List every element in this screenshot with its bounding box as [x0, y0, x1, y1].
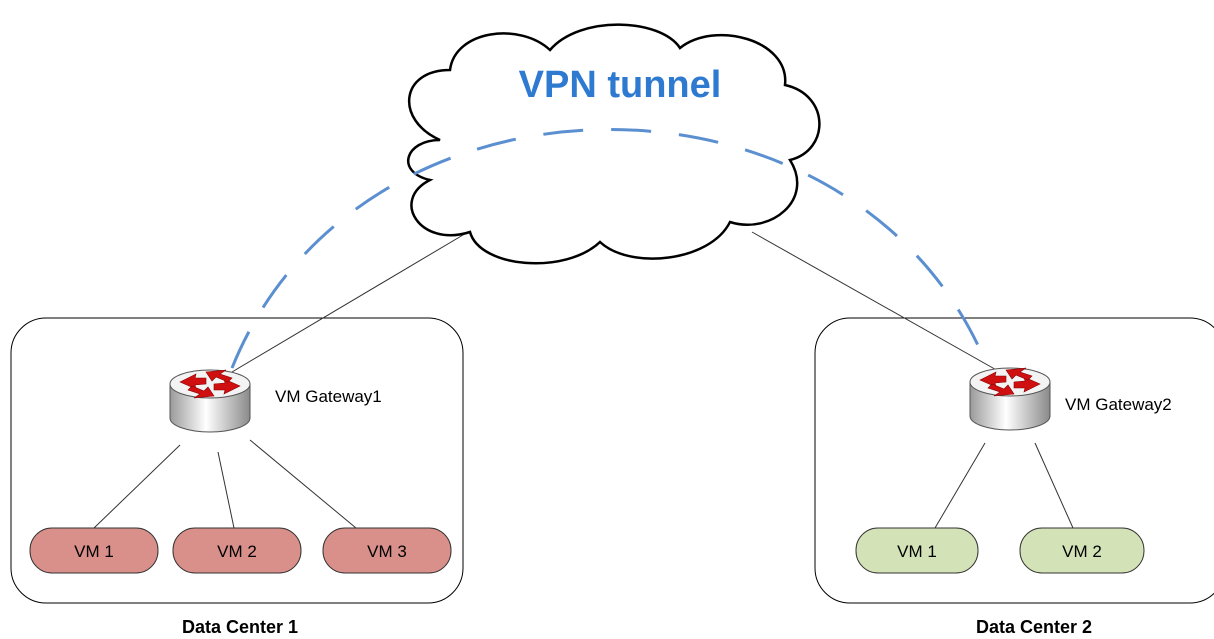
link-gateway1-vm3: [249, 439, 357, 529]
link-gateway2-vm2: [1034, 442, 1074, 529]
data-center-2-label: Data Center 2: [976, 617, 1092, 637]
link-gateway1-vm2: [217, 451, 235, 529]
gateway1-router-icon[interactable]: [169, 369, 251, 433]
dc1-vm1-label: VM 1: [74, 542, 114, 561]
gateway2-router-icon[interactable]: [969, 367, 1051, 431]
link-gateway1-vm1: [93, 444, 181, 529]
gateway1-label: VM Gateway1: [275, 387, 382, 406]
dc2-vm2[interactable]: VM 2: [1019, 527, 1145, 574]
dc1-vm1[interactable]: VM 1: [29, 527, 159, 574]
vpn-tunnel-arc: [230, 128, 990, 369]
gateway2-label: VM Gateway2: [1065, 395, 1172, 414]
dc2-vm2-label: VM 2: [1062, 542, 1102, 561]
dc1-vm3-label: VM 3: [367, 542, 407, 561]
dc2-vm1-label: VM 1: [897, 542, 937, 561]
link-cloud-gateway2: [751, 231, 1001, 373]
vpn-cloud: [407, 23, 821, 265]
dc1-vm3[interactable]: VM 3: [322, 527, 452, 574]
dc1-vm2[interactable]: VM 2: [172, 527, 302, 574]
vpn-tunnel-label: VPN tunnel: [519, 64, 722, 106]
dc2-vm1[interactable]: VM 1: [855, 527, 979, 574]
link-cloud-gateway1: [231, 231, 469, 373]
link-gateway2-vm1: [934, 442, 986, 529]
dc1-vm2-label: VM 2: [217, 542, 257, 561]
data-center-1-label: Data Center 1: [182, 617, 298, 637]
